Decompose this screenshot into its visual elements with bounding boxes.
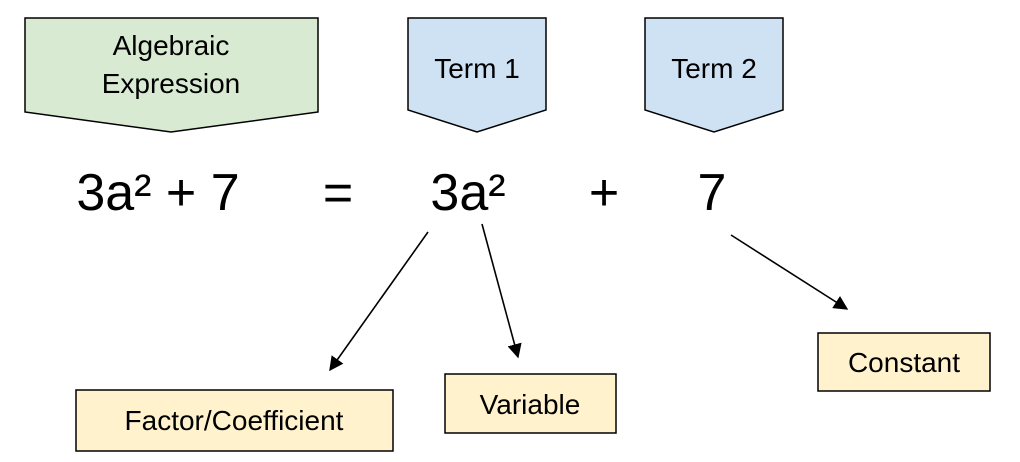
arrow-to-constant [730,234,849,310]
arrow-to-coefficient [329,231,429,372]
coefficient-label: Factor/Coefficient [125,405,344,436]
expression-callout-line2: Expression [102,68,241,99]
equation-term1: 3a² [430,164,505,222]
equation-plus-sign: + [589,164,619,222]
constant-label: Constant [848,347,960,378]
expression-callout: Algebraic Expression [24,17,319,133]
equation-expression: 3a² + 7 [76,164,239,222]
variable-label: Variable [480,389,581,420]
term1-callout-label: Term 1 [434,53,520,84]
variable-label-box: Variable [444,373,617,434]
term2-callout-shape [644,17,784,133]
expression-callout-shape [24,17,319,133]
term2-callout: Term 2 [644,17,784,133]
equation: 3a² + 7 = 3a² + 7 [76,164,726,222]
constant-label-box: Constant [817,332,991,392]
expression-callout-line1: Algebraic [113,30,230,61]
term2-callout-label: Term 2 [671,53,757,84]
equation-equals-sign: = [323,164,353,222]
term1-callout-shape [407,17,547,133]
term1-callout: Term 1 [407,17,547,133]
equation-term2: 7 [698,164,727,222]
arrow-to-variable [481,223,522,359]
coefficient-label-box: Factor/Coefficient [75,389,394,452]
